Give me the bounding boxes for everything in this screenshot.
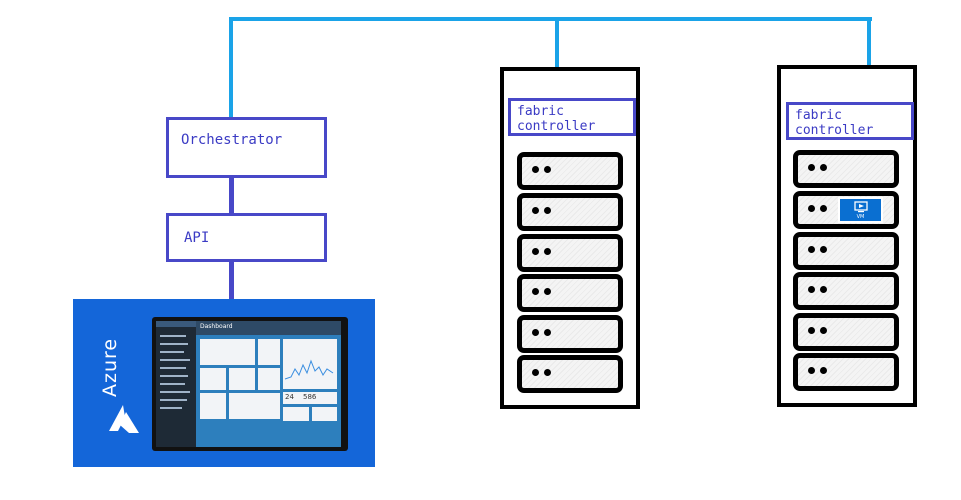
portal-tile-7 — [283, 407, 309, 421]
server-led-1 — [532, 248, 539, 255]
rack-2-server-4 — [793, 272, 899, 310]
server-led-2 — [820, 327, 827, 334]
sidebar-entry-2 — [160, 343, 188, 345]
sidebar-entry-6 — [160, 375, 188, 377]
network-bus-line — [229, 17, 872, 21]
rack-2-uplink — [867, 17, 871, 69]
server-led-1 — [808, 367, 815, 374]
orchestrator-box: Orchestrator — [166, 117, 327, 178]
fabric-controller-label-1: fabric controller — [517, 104, 596, 134]
fabric-controller-label-2: fabric controller — [795, 108, 874, 138]
sidebar-entry-9 — [160, 399, 187, 401]
azure-portal-panel: Azure Dashboard — [73, 299, 375, 467]
sidebar-entry-3 — [160, 351, 184, 353]
portal-topbar: Dashboard — [196, 321, 341, 335]
portal-dashboard-title: Dashboard — [200, 323, 233, 330]
server-led-1 — [532, 207, 539, 214]
rack-2-server-1 — [793, 150, 899, 188]
portal-tile-number-2: 586 — [303, 393, 317, 401]
portal-sidebar-header — [156, 321, 196, 327]
portal-tile-3 — [200, 368, 226, 390]
fabric-controller-box-2: fabric controller — [786, 102, 914, 140]
server-led-2 — [820, 286, 827, 293]
sidebar-entry-4 — [160, 359, 190, 361]
server-led-2 — [820, 164, 827, 171]
server-led-2 — [820, 246, 827, 253]
sidebar-entry-5 — [160, 367, 186, 369]
api-label: API — [184, 230, 210, 246]
orchestrator-uplink — [229, 17, 233, 119]
rack-2-server-6 — [793, 353, 899, 391]
portal-tile-5 — [258, 368, 280, 390]
server-led-2 — [820, 205, 827, 212]
portal-tile-number-1: 24 — [285, 393, 294, 401]
rack-1-uplink — [555, 17, 559, 75]
rack-1-server-5 — [517, 315, 623, 353]
server-led-1 — [532, 369, 539, 376]
azure-logo-icon — [109, 405, 139, 433]
orchestrator-label: Orchestrator — [181, 132, 283, 148]
rack-2-server-2: VM — [793, 191, 899, 229]
portal-sidebar — [156, 321, 196, 447]
portal-tile-2 — [258, 339, 280, 365]
sidebar-entry-7 — [160, 383, 185, 385]
server-led-1 — [808, 164, 815, 171]
server-led-1 — [532, 166, 539, 173]
portal-chart-sparkline — [284, 359, 334, 380]
portal-tile-numbers: 24 586 — [283, 392, 337, 404]
rack-1-server-6 — [517, 355, 623, 393]
portal-content: Dashboard 24 586 — [156, 321, 341, 447]
portal-tile-1 — [200, 339, 255, 365]
sidebar-entry-8 — [160, 391, 190, 393]
api-azure-connector — [229, 260, 234, 301]
vm-badge-label: VM — [856, 214, 865, 220]
server-led-2 — [544, 166, 551, 173]
server-rack-1: fabric controller — [500, 67, 640, 409]
server-led-1 — [532, 329, 539, 336]
server-rack-2: fabric controller VM — [777, 65, 917, 407]
server-led-1 — [808, 205, 815, 212]
portal-tile-4 — [229, 368, 255, 390]
fabric-controller-box-1: fabric controller — [508, 98, 636, 136]
portal-screen: Dashboard 24 586 — [152, 317, 348, 451]
portal-tile-8 — [312, 407, 337, 421]
portal-tile-chart — [283, 339, 337, 389]
server-led-1 — [532, 288, 539, 295]
server-led-2 — [544, 288, 551, 295]
server-led-2 — [544, 329, 551, 336]
sidebar-entry-10 — [160, 407, 182, 409]
server-led-2 — [544, 369, 551, 376]
rack-1-server-2 — [517, 193, 623, 231]
server-led-1 — [808, 246, 815, 253]
rack-2-server-3 — [793, 232, 899, 270]
rack-1-server-1 — [517, 152, 623, 190]
sidebar-entry-1 — [160, 335, 186, 337]
server-led-1 — [808, 286, 815, 293]
portal-dashboard: 24 586 — [196, 335, 341, 447]
monitor-icon — [854, 201, 868, 213]
portal-tile-map — [229, 393, 280, 419]
server-led-2 — [544, 248, 551, 255]
rack-2-server-5 — [793, 313, 899, 351]
azure-logo-text: Azure — [99, 337, 121, 397]
api-box: API — [166, 213, 327, 262]
portal-tile-6 — [200, 393, 226, 419]
server-led-1 — [808, 327, 815, 334]
orchestrator-api-connector — [229, 176, 234, 215]
rack-1-server-4 — [517, 274, 623, 312]
rack-1-server-3 — [517, 234, 623, 272]
server-led-2 — [544, 207, 551, 214]
vm-badge: VM — [838, 197, 883, 223]
server-led-2 — [820, 367, 827, 374]
